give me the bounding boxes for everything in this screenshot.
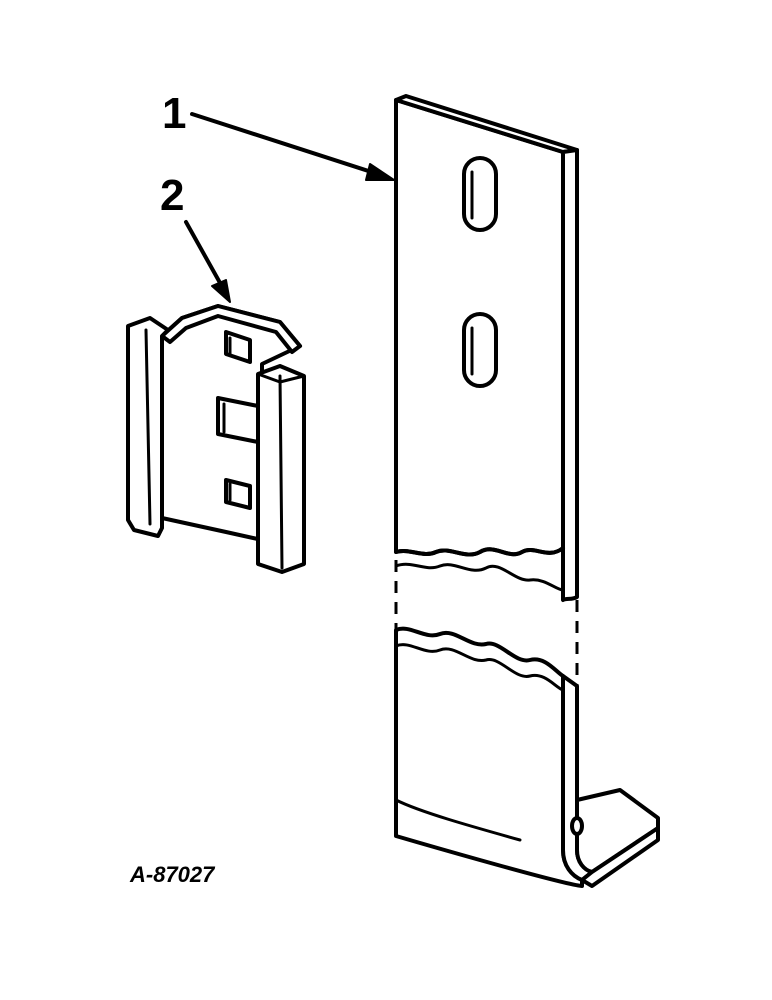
bracket-lower-break-shadow [394,643,565,692]
slot-hole-lower [462,312,498,388]
bracket-bend-inner [394,798,522,842]
clip-top-rim [160,304,302,354]
slot-hole-upper [462,156,498,232]
clip-square-hole-bottom [224,478,252,510]
leader-arrow-2 [184,220,231,303]
part-1-bracket [394,94,660,888]
leader-arrow-1 [190,112,395,181]
clip-right-flange-fold [278,374,284,570]
bracket-lower-front-face [394,626,584,888]
clip-right-flange-top [256,372,306,384]
part-2-clip [126,304,306,574]
foot-bolt-hole [570,816,584,836]
bracket-upper-break-shadow [394,562,565,592]
callout-1: 1 [162,89,186,138]
reference-number: A-87027 [129,862,216,887]
bracket-foot-edge [580,826,660,888]
clip-rect-hole-middle [216,396,260,444]
clip-square-hole-top [224,330,252,364]
clip-left-flange-fold [144,328,152,526]
bracket-foot-top [575,788,660,874]
callout-2: 2 [160,171,184,220]
bracket-upper-side-edge [561,148,579,602]
bracket-upper-break-line [394,546,565,557]
